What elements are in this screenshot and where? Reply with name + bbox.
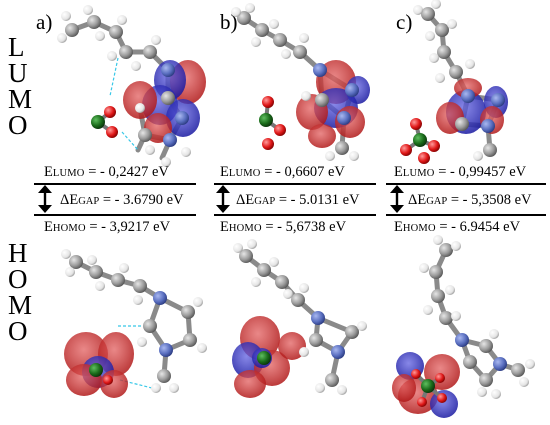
panel-a-lumo-level-line xyxy=(34,183,196,185)
panel-label-a: a) xyxy=(36,10,53,34)
panel-b-lumo-energy: ELUMO = - 0,6607 eV xyxy=(220,164,345,180)
lumo-letter-u: U xyxy=(8,58,28,88)
panel-a-lumo-molecule xyxy=(57,5,206,167)
panel-a-gap-arrow-icon xyxy=(38,185,52,213)
panel-c-lumo-energy: ELUMO = - 0,99457 eV xyxy=(394,164,527,180)
lumo-letter-m: M xyxy=(8,84,33,114)
panel-a-homo-molecule xyxy=(61,249,207,398)
panel-b-lumo-molecule xyxy=(231,3,370,161)
homo-letter-m: M xyxy=(8,290,33,320)
panel-c-lumo-level-line xyxy=(386,183,546,185)
panel-c-lumo-molecule xyxy=(400,0,508,164)
panel-c-gap-energy: ΔEGAP = - 5,3508 eV xyxy=(408,192,532,208)
panel-b-homo-energy: EHOMO = - 5,6738 eV xyxy=(220,219,347,235)
panel-b-lumo-level-line xyxy=(214,183,376,185)
panel-a-gap-energy: ΔEGAP = - 3.6790 eV xyxy=(60,192,184,208)
panel-b-gap-arrow-icon xyxy=(216,185,230,213)
panel-c-gap-arrow-icon xyxy=(390,185,404,213)
homo-letter-h: H xyxy=(8,238,28,268)
panel-label-b: b) xyxy=(220,10,238,34)
lumo-letter-o: O xyxy=(8,110,28,140)
homo-letter-o2: O xyxy=(8,316,28,346)
homo-letter-o: O xyxy=(8,264,28,294)
lumo-letter-l: L xyxy=(8,32,25,62)
panel-a-lumo-energy: ELUMO = - 0,2427 eV xyxy=(44,164,169,180)
panel-b-homo-molecule xyxy=(232,239,367,398)
panel-c-homo-level-line xyxy=(386,214,546,216)
panel-a-homo-level-line xyxy=(34,214,196,216)
panel-a-homo-energy: EHOMO = - 3,9217 eV xyxy=(44,219,171,235)
panel-c-homo-energy: EHOMO = - 6.9454 eV xyxy=(394,219,521,235)
panel-b-gap-energy: ΔEGAP = - 5.0131 eV xyxy=(236,192,360,208)
panel-label-c: c) xyxy=(396,10,413,34)
panel-b-homo-level-line xyxy=(214,214,376,216)
panel-c-homo-molecule xyxy=(392,235,535,418)
